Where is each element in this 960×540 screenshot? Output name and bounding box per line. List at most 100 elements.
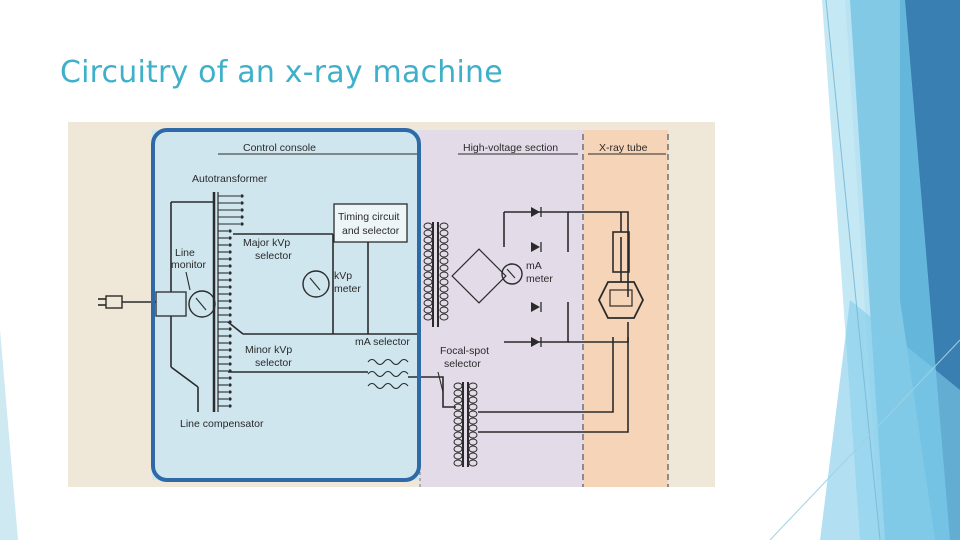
coil-turn (439, 257, 449, 265)
coil-turn (439, 222, 449, 230)
coil-turn (453, 417, 463, 425)
coil-turn (423, 285, 433, 293)
coil-turn (439, 292, 449, 300)
tap-contact (228, 257, 232, 261)
coil-turn (453, 445, 463, 453)
label-minor-kvp: selector (255, 357, 292, 369)
tap-contact (228, 404, 232, 408)
coil-turn (453, 431, 463, 439)
coil-turn (468, 403, 478, 411)
coil-turn (439, 299, 449, 307)
section-label-high-voltage: High-voltage section (463, 142, 558, 154)
wire (478, 337, 629, 433)
coil-turn (423, 243, 433, 251)
timing-circuit-box (333, 203, 408, 243)
coil-turn (439, 306, 449, 314)
tap-contact (228, 299, 232, 303)
coil-turn (439, 278, 449, 286)
label-ma-selector: mA selector (355, 336, 410, 348)
coil-turn (423, 306, 433, 314)
line-monitor-meter (188, 290, 216, 318)
xray-circuit-diagram: Control console High-voltage section X-r… (68, 122, 715, 487)
label-line-monitor: monitor (171, 259, 207, 271)
coil-turn (453, 452, 463, 460)
coil-turn (468, 396, 478, 404)
tap-contact (228, 362, 232, 366)
coil-turn (423, 278, 433, 286)
wire (478, 337, 614, 413)
coil-turn (423, 229, 433, 237)
coil-turn (439, 264, 449, 272)
tap-contact (240, 201, 244, 205)
section-label-xray-tube: X-ray tube (599, 142, 648, 154)
ma-meter (501, 263, 523, 285)
slide-title: Circuitry of an x-ray machine (60, 55, 503, 90)
tap-contact (228, 264, 232, 268)
label-major-kvp: selector (255, 250, 292, 262)
tap-contact (228, 271, 232, 275)
coil-turn (468, 452, 478, 460)
tap-contact (240, 215, 244, 219)
tap-contact (228, 229, 232, 233)
label-focal-spot: Focal-spot (440, 345, 489, 357)
label-focal-spot: selector (444, 358, 481, 370)
tap-contact (228, 334, 232, 338)
tap-contact (228, 341, 232, 345)
tap-contact (228, 376, 232, 380)
pointer (185, 271, 191, 291)
tap-contact (228, 292, 232, 296)
tap-contact (228, 236, 232, 240)
label-timing-circuit: Timing circuit (338, 211, 400, 223)
coil-turn (423, 264, 433, 272)
tap-contact (228, 397, 232, 401)
label-timing-circuit: and selector (342, 225, 400, 237)
label-ma-meter: meter (526, 273, 553, 285)
tap-contact (228, 348, 232, 352)
xray-tube-region (583, 130, 668, 487)
coil-turn (468, 438, 478, 446)
coil-turn (439, 243, 449, 251)
pointer (437, 371, 444, 393)
coil-turn (423, 257, 433, 265)
tap-contact (228, 313, 232, 317)
diode-icon (531, 302, 540, 312)
coil-turn (453, 459, 463, 467)
coil-turn (423, 236, 433, 244)
label-kvp-meter: kVp (334, 270, 352, 282)
coil-turn (439, 229, 449, 237)
label-ma-meter: mA (526, 260, 542, 272)
coil-turn (439, 271, 449, 279)
coil-turn (423, 299, 433, 307)
label-minor-kvp: Minor kVp (245, 344, 292, 356)
coil-turn (423, 271, 433, 279)
coil-turn (468, 424, 478, 432)
section-label-control-console: Control console (243, 142, 316, 154)
tap-contact (240, 194, 244, 198)
wire (170, 366, 199, 388)
wire (408, 376, 456, 408)
label-line-monitor: Line (175, 247, 195, 259)
meter-needle (195, 297, 207, 311)
coil-turn (423, 292, 433, 300)
coil-turn (453, 424, 463, 432)
ma-selector-coils (367, 358, 409, 390)
tap-contact (228, 383, 232, 387)
wire (227, 321, 244, 335)
coil-turn (439, 250, 449, 258)
coil-turn (423, 250, 433, 258)
tap-contact (228, 278, 232, 282)
tap-contact (228, 285, 232, 289)
tap-contact (228, 250, 232, 254)
power-plug-icon (98, 295, 156, 309)
rectifier-bridge (451, 248, 507, 304)
meter-needle (309, 277, 321, 291)
tap-contact (228, 355, 232, 359)
coil-turn (423, 222, 433, 230)
coil-turn (453, 382, 463, 390)
wire (568, 211, 629, 297)
high-voltage-coils (423, 222, 449, 321)
tap-contact (228, 327, 232, 331)
meter-needle (506, 268, 516, 279)
coil-turn (453, 389, 463, 397)
control-console-region (152, 130, 420, 480)
